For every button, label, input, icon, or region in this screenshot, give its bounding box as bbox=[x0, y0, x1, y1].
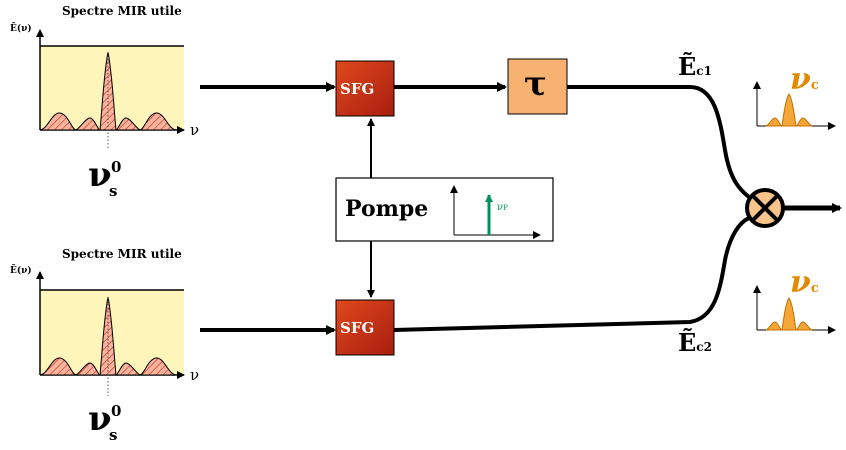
sfg-bottom-block bbox=[335, 299, 395, 356]
spectrum-bottom-center-label: ν 0 s bbox=[88, 399, 122, 444]
spectrum-bottom-x-label: ν bbox=[190, 366, 200, 384]
spectrum-top-center-label: ν 0 s bbox=[88, 155, 122, 200]
sfg-bottom-label: SFG bbox=[340, 319, 375, 337]
output-spectrum-top bbox=[753, 81, 836, 130]
nu-c-top-label: νc bbox=[790, 62, 819, 97]
spectrum-top-title: Spectre MIR utile bbox=[62, 4, 182, 18]
spectrum-bottom-panel bbox=[36, 271, 185, 396]
spectrum-top-panel bbox=[36, 29, 185, 150]
pump-label: Pompe bbox=[345, 196, 429, 222]
sfg-top-block bbox=[335, 60, 395, 117]
fiber-path-bottom bbox=[393, 216, 750, 332]
spectrum-top-y-label: Ẽ(ν) bbox=[10, 24, 32, 34]
field-top-label: Ẽc1 bbox=[678, 52, 712, 81]
delay-label: τ bbox=[524, 64, 547, 104]
fiber-path-top bbox=[567, 85, 751, 199]
spectrum-bottom-title: Spectre MIR utile bbox=[62, 247, 182, 261]
delay-block bbox=[507, 58, 568, 115]
sfg-top-label: SFG bbox=[340, 80, 375, 98]
field-bottom-label: Ẽc2 bbox=[678, 328, 712, 357]
output-spectrum-bottom bbox=[753, 285, 836, 334]
spectrum-top-x-label: ν bbox=[190, 121, 200, 139]
spectrum-bottom-y-label: Ẽ(ν) bbox=[10, 266, 32, 276]
pump-block bbox=[335, 177, 554, 242]
nu-c-bottom-label: νc bbox=[790, 265, 819, 300]
pump-frequency-label: νP bbox=[497, 202, 508, 213]
combiner-icon bbox=[745, 188, 785, 228]
